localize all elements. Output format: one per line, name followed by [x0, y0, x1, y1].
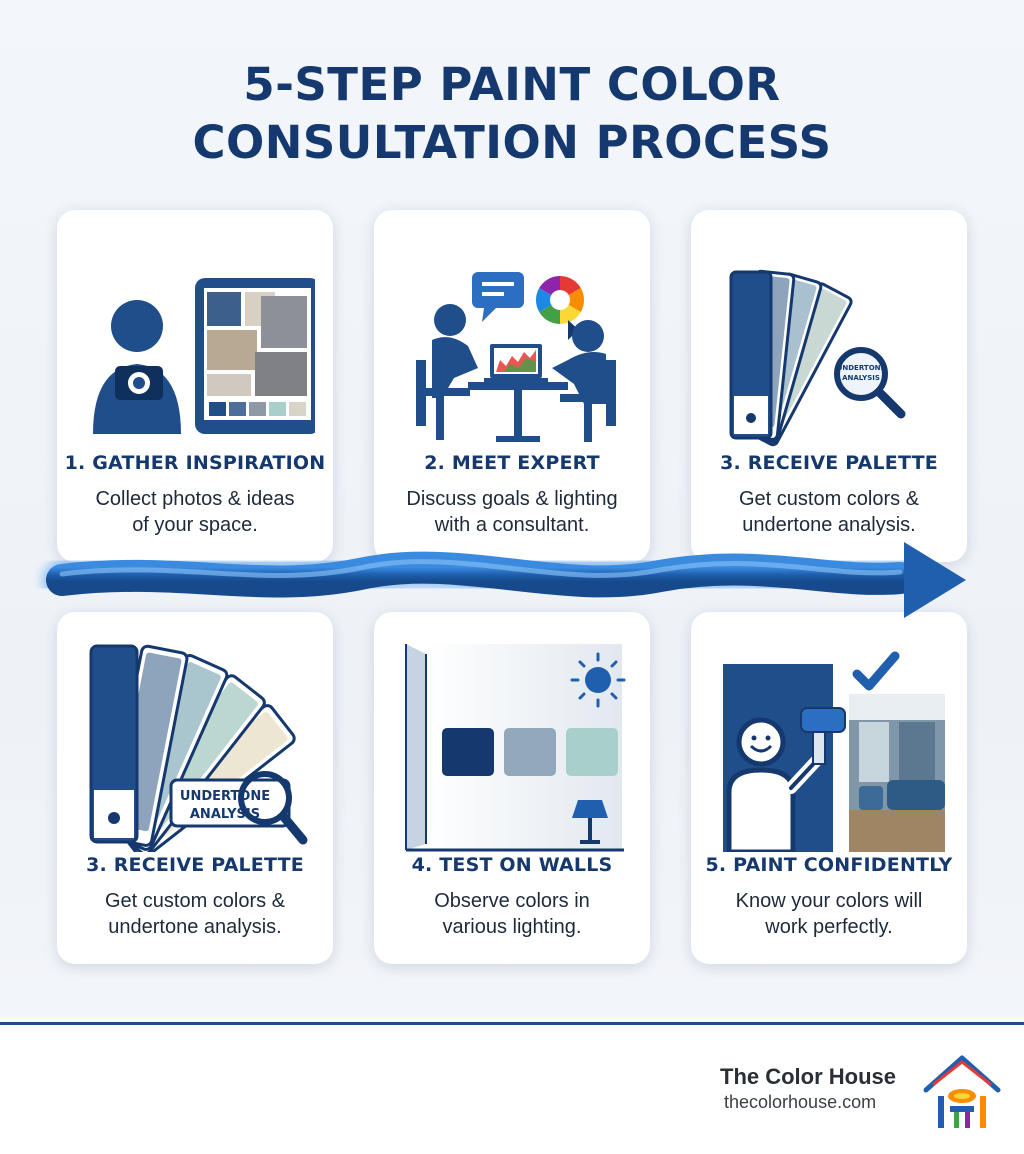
step-card-gather-inspiration: 1. GATHER INSPIRATION Collect photos & i…: [57, 210, 333, 562]
step-heading: 4. TEST ON WALLS: [411, 854, 613, 876]
step-heading: 1. GATHER INSPIRATION: [64, 452, 326, 474]
step-heading: 3. RECEIVE PALETTE: [86, 854, 304, 876]
title-line-1: 5-STEP PAINT COLOR: [243, 58, 781, 111]
flow-arrow: [42, 542, 966, 618]
step-card-receive-palette-bottom: UNDERTONE ANALYSIS 3. RECEIVE PALETTE Ge…: [57, 612, 333, 964]
undertone-label: UNDERTONE: [837, 364, 886, 372]
step-description: Observe colors in various lighting.: [434, 890, 590, 938]
wall-samples-icon: [405, 644, 626, 852]
analysis-label: ANALYSIS: [842, 374, 880, 382]
house-logo-icon: [923, 1055, 1001, 1128]
step-heading: 3. RECEIVE PALETTE: [720, 452, 938, 474]
swatch-fan-magnifier-icon: UNDERTONE ANALYSIS: [729, 269, 906, 447]
step-description: Get custom colors & undertone analysis.: [104, 890, 286, 938]
page-title: 5-STEP PAINT COLOR CONSULTATION PROCESS: [0, 56, 1024, 172]
title-line-2: CONSULTATION PROCESS: [192, 116, 832, 169]
step-card-test-on-walls: 4. TEST ON WALLS Observe colors in vario…: [374, 612, 650, 964]
footer-divider: [0, 1022, 1024, 1025]
step-description: Collect photos & ideas of your space.: [95, 488, 295, 536]
step-card-meet-expert: 2. MEET EXPERT Discuss goals & lighting …: [374, 210, 650, 562]
brand-name: The Color House: [720, 1064, 897, 1089]
step-heading: 5. PAINT CONFIDENTLY: [705, 854, 953, 876]
step-card-paint-confidently: 5. PAINT CONFIDENTLY Know your colors wi…: [691, 612, 967, 964]
swatch-fan-magnifier-icon: UNDERTONE ANALYSIS: [89, 644, 308, 852]
camera-tablet-icon: [93, 278, 315, 434]
step-description: Know your colors will work perfectly.: [735, 890, 923, 938]
consultation-meeting-icon: [416, 272, 616, 442]
step-description: Get custom colors & undertone analysis.: [738, 488, 920, 536]
step-card-receive-palette-top: UNDERTONE ANALYSIS 3. RECEIVE PALETTE Ge…: [691, 210, 967, 562]
undertone-label: UNDERTONE: [180, 789, 270, 804]
step-heading: 2. MEET EXPERT: [424, 452, 600, 474]
brand-url[interactable]: thecolorhouse.com: [724, 1092, 877, 1112]
step-description: Discuss goals & lighting with a consulta…: [406, 488, 618, 536]
painter-roller-icon: [723, 651, 945, 852]
